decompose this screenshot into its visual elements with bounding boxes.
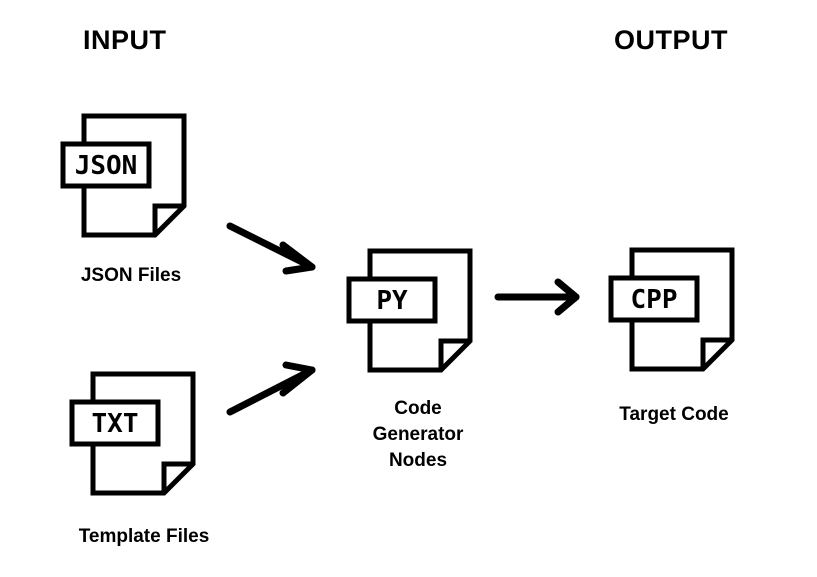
file-cpp-icon: CPP <box>608 247 735 372</box>
output-heading: OUTPUT <box>614 25 728 55</box>
arrow-json-to-py <box>226 222 316 275</box>
code-generator-nodes-caption: Code Generator Nodes <box>373 396 464 474</box>
target-code-caption: Target Code <box>619 404 729 425</box>
json-files-caption: JSON Files <box>80 265 182 286</box>
caption-line-2: Generator <box>372 424 464 445</box>
caption-line-3: Nodes <box>388 450 448 471</box>
input-heading: INPUT <box>83 25 167 55</box>
arrow-py-to-cpp <box>494 278 580 316</box>
arrow-txt-to-py <box>226 361 316 416</box>
file-json-tag: JSON <box>75 151 138 181</box>
file-txt-icon: TXT <box>69 371 196 496</box>
file-py-icon: PY <box>346 248 473 373</box>
file-json-icon: JSON <box>60 113 187 238</box>
file-py-tag: PY <box>376 286 408 316</box>
file-cpp-tag: CPP <box>631 285 678 315</box>
file-txt-tag: TXT <box>92 409 139 439</box>
template-files-caption: Template Files <box>78 526 210 547</box>
caption-line-1: Code <box>394 398 442 419</box>
